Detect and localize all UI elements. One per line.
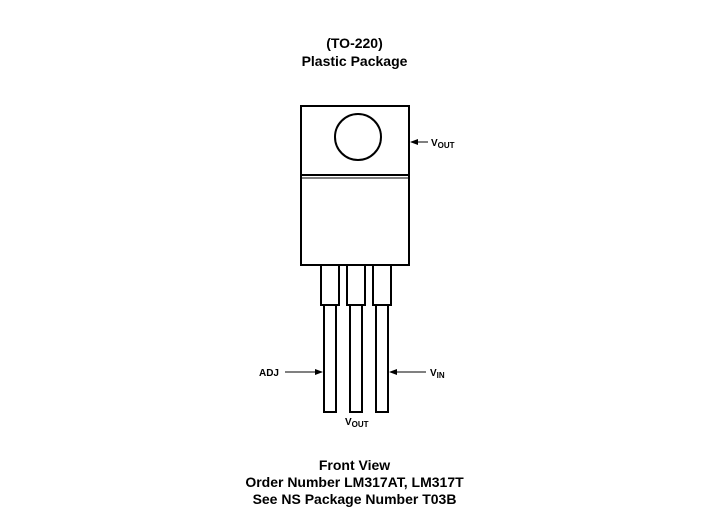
left-pin-label: ADJ — [259, 368, 279, 379]
package-header: (TO-220) Plastic Package — [0, 34, 709, 70]
package-body — [300, 105, 410, 266]
package-reference: See NS Package Number T03B — [252, 491, 457, 507]
order-number: Order Number LM317AT, LM317T — [245, 474, 464, 490]
view-label: Front View — [318, 457, 391, 473]
package-outline — [300, 105, 410, 266]
pin-center — [346, 264, 366, 413]
center-pin-label: VOUT — [345, 417, 369, 429]
pin-right — [372, 264, 392, 413]
tab-label: VOUT — [431, 138, 455, 150]
pin-left — [320, 264, 340, 413]
mounting-hole — [334, 113, 382, 161]
package-footer: Front View Order Number LM317AT, LM317T … — [0, 457, 709, 508]
package-name: (TO-220) — [326, 35, 383, 51]
right-pin-label: VIN — [430, 368, 445, 380]
package-type: Plastic Package — [301, 53, 408, 69]
